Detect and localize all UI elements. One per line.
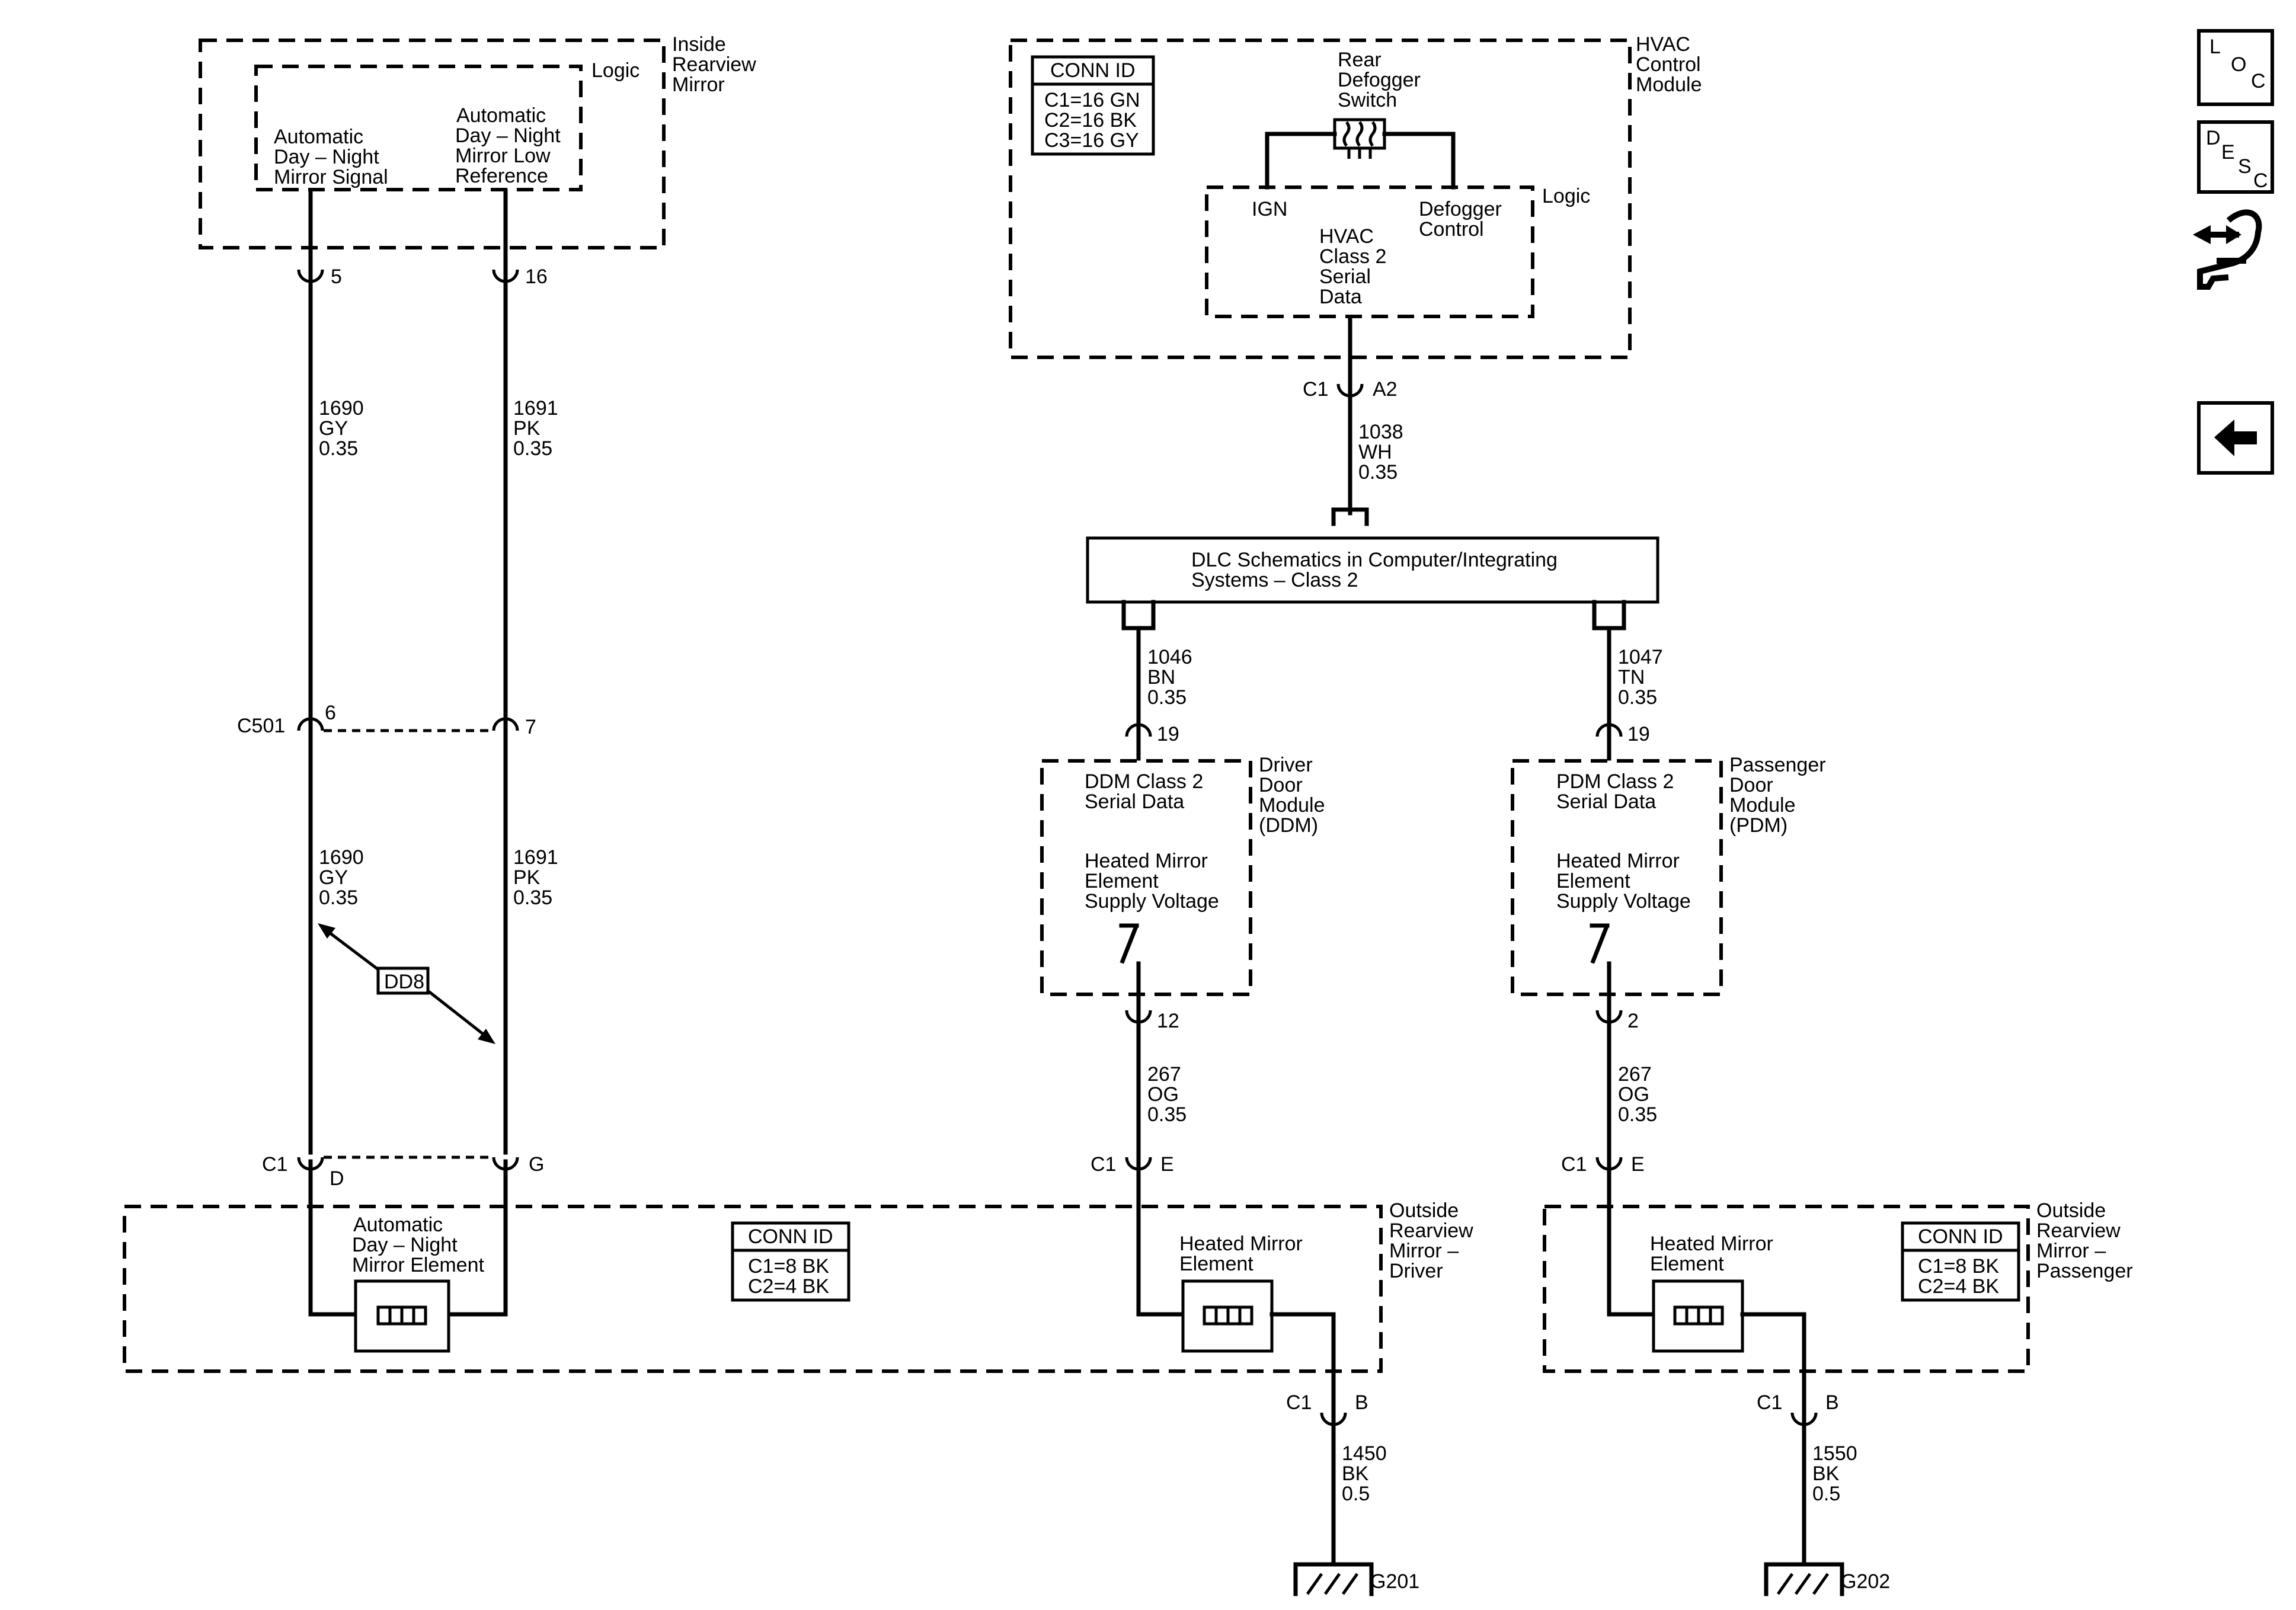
loc-button[interactable]: L O C bbox=[2197, 29, 2274, 106]
desc-button[interactable]: D E S C bbox=[2197, 120, 2274, 194]
wire-1038-label: 1038 WH 0.35 bbox=[1358, 421, 1409, 484]
auto-mirror-element-label: Automatic Day – Night Mirror Element bbox=[352, 1214, 484, 1276]
wire-1550-label: 1550 BK 0.5 bbox=[1812, 1442, 1863, 1505]
inside-mirror-title: Inside Rearview Mirror bbox=[672, 33, 762, 96]
desc-icon: D bbox=[2206, 127, 2221, 149]
rear-defogger-switch-label: Rear Defogger Switch bbox=[1338, 49, 1426, 111]
ground-g202-label: G202 bbox=[1841, 1570, 1890, 1593]
pin-e-driver: E bbox=[1160, 1153, 1174, 1176]
pin-g: G bbox=[529, 1153, 544, 1176]
c1-driver-ground: C1 bbox=[1286, 1391, 1312, 1414]
dd8-callout: DD8 bbox=[318, 923, 495, 1044]
wire-1691-label-top: 1691 PK 0.35 bbox=[513, 397, 564, 460]
mirror-signal-label: Automatic Day – Night Mirror Signal bbox=[274, 126, 388, 188]
pin-7: 7 bbox=[525, 716, 536, 738]
loc-icon: L bbox=[2209, 36, 2221, 58]
defogger-control-label: Defogger Control bbox=[1419, 198, 1507, 241]
outside-mirror-passenger: Outside Rearview Mirror – Passenger Heat… bbox=[1543, 1199, 2133, 1567]
ground-g201-icon bbox=[1293, 1562, 1374, 1596]
pin-6: 6 bbox=[325, 702, 336, 724]
driver-door-module: Driver Door Module (DDM) DDM Class 2 Ser… bbox=[1040, 754, 1331, 998]
wire-1691-label-bottom: 1691 PK 0.35 bbox=[513, 846, 564, 909]
wire-1450-label: 1450 BK 0.5 bbox=[1342, 1442, 1392, 1505]
wire-1038 bbox=[1331, 315, 1369, 526]
wire-1047-label: 1047 TN 0.35 bbox=[1618, 646, 1668, 709]
c1-passenger-mirror: C1 bbox=[1561, 1153, 1587, 1176]
loc-icon-o: O bbox=[2231, 53, 2246, 76]
desc-icon-e: E bbox=[2221, 141, 2235, 164]
hvac-control-module: HVAC Control Module CONN ID C1=16 GN C2=… bbox=[1009, 33, 1706, 359]
pin-19-pdm: 19 bbox=[1627, 723, 1650, 745]
passenger-heated-element-label: Heated Mirror Element bbox=[1650, 1233, 1779, 1275]
inside-rearview-mirror: Inside Rearview Mirror Logic Automatic D… bbox=[199, 33, 762, 249]
hvac-conn-id-header: CONN ID bbox=[1050, 59, 1136, 82]
connector-tool-icon[interactable] bbox=[2193, 209, 2262, 290]
c1-driver-mirror-heated: C1 bbox=[1091, 1153, 1116, 1176]
hvac-class2-label: HVAC Class 2 Serial Data bbox=[1319, 225, 1392, 308]
pin-2: 2 bbox=[1627, 1010, 1639, 1032]
ddm-serial-label: DDM Class 2 Serial Data bbox=[1085, 770, 1209, 813]
connector-c1-hvac: C1 bbox=[1303, 378, 1328, 401]
driver-conn-id-header: CONN ID bbox=[748, 1225, 833, 1248]
wire-1690-label-bottom: 1690 GY 0.35 bbox=[319, 846, 369, 909]
pin-12: 12 bbox=[1157, 1010, 1179, 1032]
desc-icon-s: S bbox=[2238, 155, 2252, 178]
back-button[interactable] bbox=[2197, 401, 2274, 475]
wire-267-driver-label: 267 OG 0.35 bbox=[1147, 1063, 1187, 1126]
connector-c501: C501 bbox=[237, 715, 285, 737]
ign-label: IGN bbox=[1252, 198, 1287, 220]
ground-g201-label: G201 bbox=[1370, 1570, 1419, 1593]
outside-driver-title: Outside Rearview Mirror – Driver bbox=[1389, 1199, 1479, 1282]
passenger-conn-list: C1=8 BK C2=4 BK bbox=[1918, 1255, 2004, 1298]
ddm-title: Driver Door Module (DDM) bbox=[1259, 754, 1331, 837]
driver-conn-list: C1=8 BK C2=4 BK bbox=[748, 1255, 834, 1298]
pin-b-driver: B bbox=[1355, 1391, 1368, 1414]
wires-1046-1047 bbox=[1121, 600, 1626, 761]
loc-icon-c: C bbox=[2251, 70, 2266, 92]
pdm-title: Passenger Door Module (PDM) bbox=[1729, 754, 1831, 837]
driver-heated-element-label: Heated Mirror Element bbox=[1179, 1233, 1308, 1275]
pin-a2: A2 bbox=[1373, 378, 1398, 401]
passenger-door-module: Passenger Door Module (PDM) PDM Class 2 … bbox=[1511, 754, 1831, 998]
ddm-supply-label: Heated Mirror Element Supply Voltage bbox=[1085, 850, 1219, 913]
ground-wires bbox=[1320, 1412, 1818, 1426]
wire-267-passenger-label: 267 OG 0.35 bbox=[1618, 1063, 1657, 1126]
pdm-serial-label: PDM Class 2 Serial Data bbox=[1556, 770, 1680, 813]
wires-267 bbox=[1125, 993, 1623, 1317]
hvac-module-title: HVAC Control Module bbox=[1636, 33, 1706, 96]
pin-b-passenger: B bbox=[1825, 1391, 1839, 1414]
pin-16: 16 bbox=[525, 265, 548, 288]
dd8-label: DD8 bbox=[384, 971, 424, 993]
inside-mirror-logic-label: Logic bbox=[591, 59, 639, 82]
ground-g202-icon bbox=[1764, 1562, 1844, 1596]
back-arrow-icon bbox=[2214, 420, 2257, 456]
mirror-low-ref-label: Automatic Day – Night Mirror Low Referen… bbox=[455, 104, 566, 187]
hvac-logic-label: Logic bbox=[1542, 185, 1590, 207]
outside-passenger-title: Outside Rearview Mirror – Passenger bbox=[2036, 1199, 2133, 1282]
dlc-label: DLC Schematics in Computer/Integrating S… bbox=[1191, 549, 1563, 591]
wire-1046-label: 1046 BN 0.35 bbox=[1147, 646, 1198, 709]
desc-icon-c: C bbox=[2253, 169, 2268, 192]
pin-5: 5 bbox=[331, 265, 342, 288]
pin-19-ddm: 19 bbox=[1157, 723, 1179, 745]
wire-1690-label-top: 1690 GY 0.35 bbox=[319, 397, 369, 460]
passenger-conn-id-header: CONN ID bbox=[1918, 1225, 2003, 1248]
c1-driver-mirror-left: C1 bbox=[262, 1153, 287, 1176]
pin-d: D bbox=[330, 1167, 344, 1190]
wires-1690-1691 bbox=[297, 188, 519, 1317]
hvac-conn-list: C1=16 GN C2=16 BK C3=16 GY bbox=[1044, 89, 1146, 152]
c1-passenger-ground: C1 bbox=[1757, 1391, 1782, 1414]
dlc-block: DLC Schematics in Computer/Integrating S… bbox=[1086, 536, 1659, 604]
outside-mirror-driver: Outside Rearview Mirror – Driver Automat… bbox=[123, 1199, 1479, 1567]
pin-e-passenger: E bbox=[1631, 1153, 1645, 1176]
pdm-supply-label: Heated Mirror Element Supply Voltage bbox=[1556, 850, 1691, 913]
